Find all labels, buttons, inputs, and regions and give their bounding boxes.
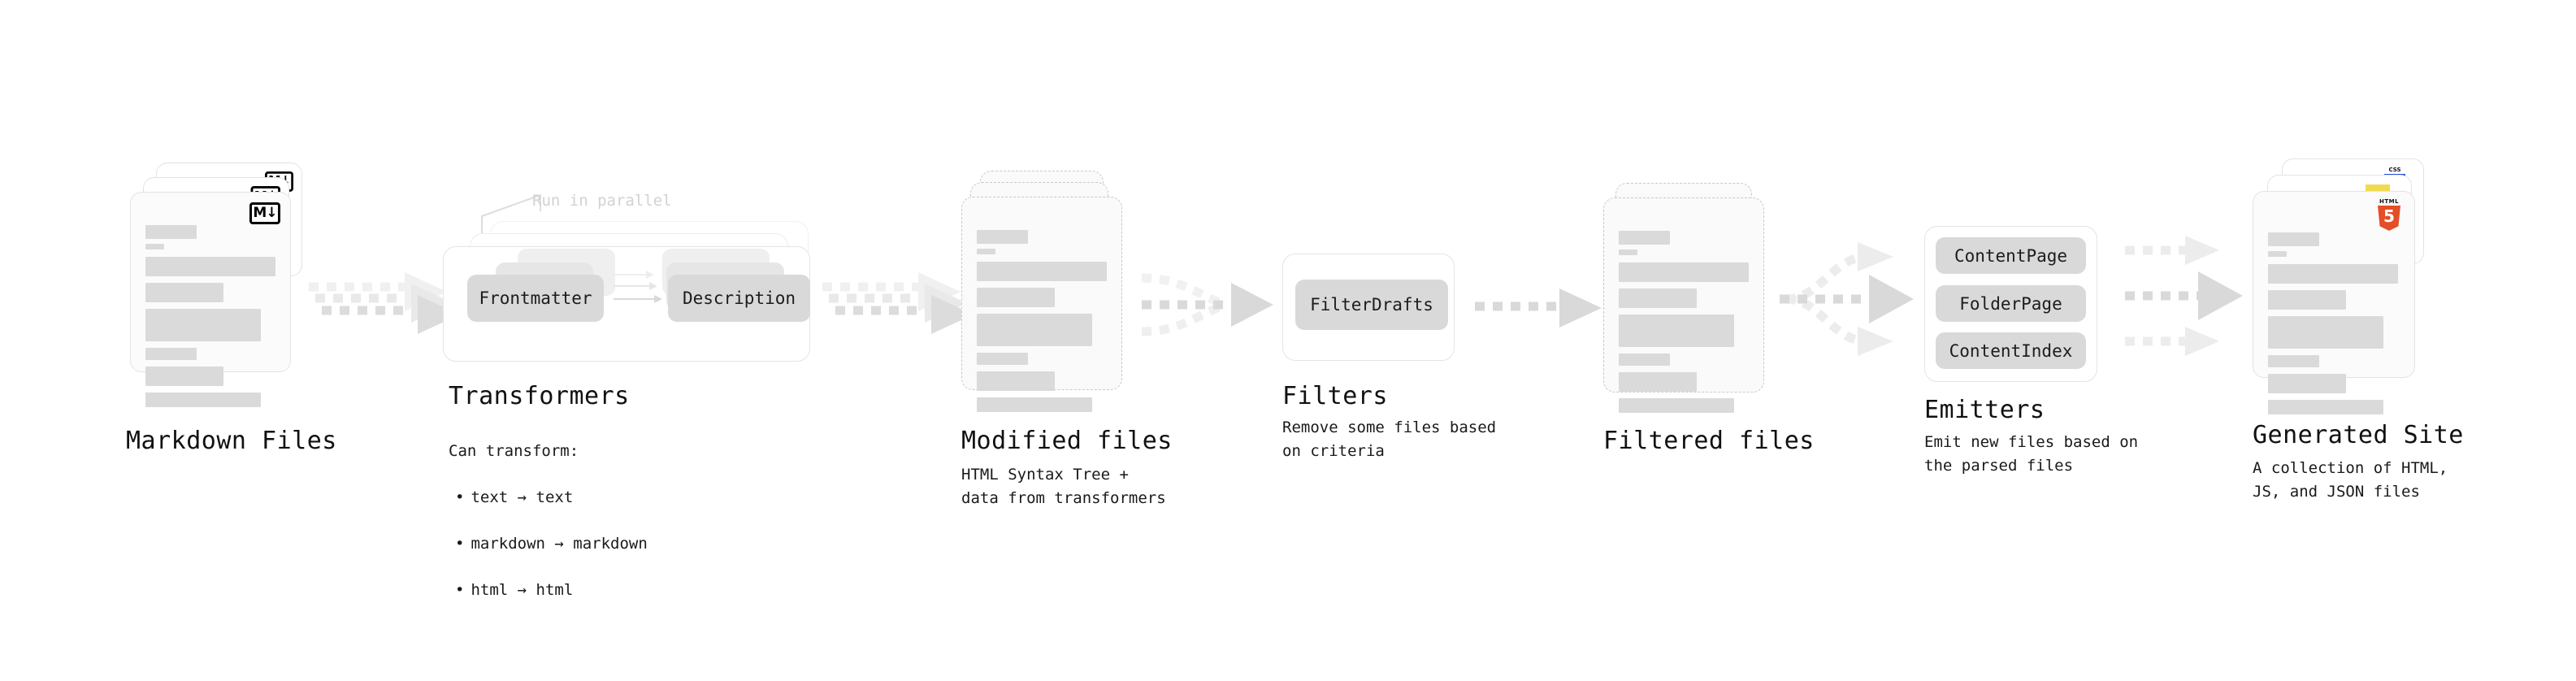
site-card-front: HTML 5 xyxy=(2253,191,2415,414)
markdown-icon: M↓ xyxy=(249,202,280,224)
site-card-content xyxy=(2268,232,2401,414)
stage-title-modified-files: Modified files xyxy=(961,427,1173,455)
stage-desc-modified-files: HTML Syntax Tree + data from transformer… xyxy=(961,466,1166,507)
stage-title-filters: Filters xyxy=(1282,382,1388,410)
arrow-filtered-to-emitters xyxy=(1780,242,1914,356)
modified-card-content xyxy=(977,230,1108,412)
chip-folderpage[interactable]: FolderPage xyxy=(1936,285,2086,322)
chip-contentindex[interactable]: ContentIndex xyxy=(1936,332,2086,369)
filtered-files-stack xyxy=(1603,183,1782,443)
markdown-card-content xyxy=(145,225,277,407)
stage-title-transformers: Transformers xyxy=(449,382,630,410)
run-in-parallel-label: Run in parallel xyxy=(532,192,672,210)
stage-desc-transformers: Can transform: • text → text • markdown … xyxy=(449,416,648,625)
emitters-panel: ContentPage FolderPage ContentIndex xyxy=(1924,226,2097,382)
stage-title-markdown-files: Markdown Files xyxy=(126,427,337,455)
arrow-modified-to-filters xyxy=(1141,273,1273,336)
modified-card-front xyxy=(961,197,1122,412)
html5-icon-label: HTML xyxy=(2379,198,2400,205)
markdown-files-stack: M↓ M↓ M↓ xyxy=(130,163,309,423)
filtered-card-front xyxy=(1603,197,1764,413)
generated-site-stack: CSS HTML 5 xyxy=(2253,158,2439,427)
transformers-bullet-1: markdown → markdown xyxy=(471,534,648,553)
transformers-group: Run in parallel Frontmatter Description xyxy=(443,187,841,366)
stage-title-emitters: Emitters xyxy=(1924,396,2045,424)
html5-icon-shield: 5 xyxy=(2378,206,2400,231)
transformers-bullet-0: text → text xyxy=(471,488,574,506)
chip-contentpage[interactable]: ContentPage xyxy=(1936,237,2086,274)
bullet-marker-2: • xyxy=(455,580,465,599)
markdown-card-front: M↓ xyxy=(130,192,291,407)
bullet-marker-1: • xyxy=(455,534,465,553)
stage-title-generated-site: Generated Site xyxy=(2253,421,2464,449)
arrow-filters-to-filtered xyxy=(1475,288,1602,327)
html5-icon: HTML 5 xyxy=(2377,198,2401,231)
transformer-internal-arrows xyxy=(614,271,662,303)
arrow-markdown-to-transformers xyxy=(309,272,460,334)
chip-frontmatter[interactable]: Frontmatter xyxy=(467,275,604,322)
css-icon-label: CSS xyxy=(2388,167,2401,173)
filters-panel: FilterDrafts xyxy=(1282,254,1455,361)
arrow-transformers-to-modified xyxy=(822,272,974,334)
stage-desc-emitters: Emit new files based on the parsed files xyxy=(1924,433,2139,475)
arrow-emitters-to-site xyxy=(2125,236,2243,356)
stage-desc-generated-site: A collection of HTML, JS, and JSON files xyxy=(2253,459,2448,501)
stage-title-filtered-files: Filtered files xyxy=(1603,427,1815,455)
chip-description[interactable]: Description xyxy=(668,275,810,322)
chip-filterdrafts[interactable]: FilterDrafts xyxy=(1295,280,1448,330)
transformers-bullet-2: html → html xyxy=(471,580,574,599)
transformers-desc-lead: Can transform: xyxy=(449,441,579,460)
filtered-card-content xyxy=(1619,231,1750,413)
bullet-marker-0: • xyxy=(455,488,465,506)
modified-files-stack xyxy=(961,171,1140,439)
stage-desc-filters: Remove some files based on criteria xyxy=(1282,419,1497,460)
